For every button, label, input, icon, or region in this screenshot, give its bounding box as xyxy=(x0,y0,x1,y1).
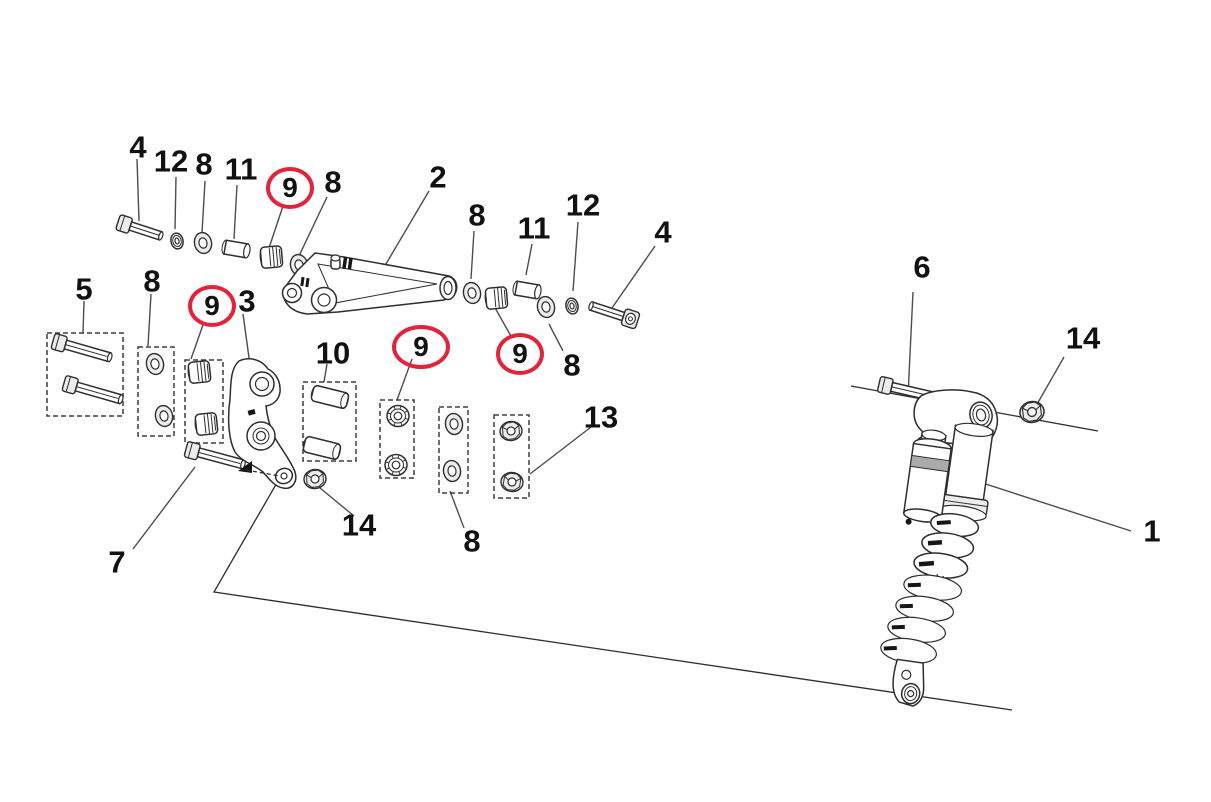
callout-4-right: 4 xyxy=(654,214,672,250)
callout-10-pins: 10 xyxy=(315,335,351,371)
callout-8-middle-box: 8 xyxy=(463,523,481,559)
box-bolts-5 xyxy=(46,332,124,417)
bearing-9-mid-a xyxy=(386,404,410,428)
spacer-11-upper-left xyxy=(220,238,252,260)
bolt-4-right xyxy=(585,296,641,330)
callout-8-right-2: 8 xyxy=(563,347,581,383)
linkage-arm-part-2 xyxy=(281,252,458,315)
hardware-middle xyxy=(301,383,525,494)
spacer-11-right xyxy=(511,279,543,301)
rocker-part-3 xyxy=(227,358,297,490)
callout-12-right: 12 xyxy=(565,187,601,223)
leader-lines xyxy=(82,158,1132,550)
callout-8-right: 8 xyxy=(468,197,486,233)
nut-14-middle xyxy=(302,467,328,491)
callout-2-linkage-arm: 2 xyxy=(429,159,447,195)
callout-11-right: 11 xyxy=(517,210,551,246)
washer-8-mid-a xyxy=(443,411,465,437)
callout-1-shock: 1 xyxy=(1143,513,1161,549)
callout-9-middle-highlighted: 9 xyxy=(392,325,450,369)
box-pins-10 xyxy=(302,381,357,462)
washer-8-right xyxy=(460,280,484,306)
callout-13-nuts: 13 xyxy=(583,399,619,435)
bearing-9-left-b xyxy=(193,411,219,437)
washer-8-left-a xyxy=(143,351,167,377)
callout-14-middle-nut: 14 xyxy=(341,507,377,543)
washer-8-mid-b xyxy=(441,458,463,484)
callout-8-upper-left: 8 xyxy=(195,146,213,182)
pin-10-a xyxy=(309,383,351,410)
callout-8-upper-left-2: 8 xyxy=(324,164,342,200)
callout-4-upper-left: 4 xyxy=(129,129,147,165)
bearing-9-left-a xyxy=(186,359,212,385)
bolt-5-a xyxy=(50,332,115,367)
washer-12-right xyxy=(563,296,581,316)
callout-5-bolts: 5 xyxy=(75,271,93,307)
nut-13-b xyxy=(499,470,525,494)
box-bearings-9-left xyxy=(184,359,224,444)
bearing-9-mid-b xyxy=(384,453,408,477)
bearing-9-right xyxy=(483,285,509,311)
callout-7-bolt: 7 xyxy=(108,544,126,580)
box-washers-8-left xyxy=(137,346,175,437)
washer-12-upper-left xyxy=(168,231,186,251)
pin-10-b xyxy=(301,434,343,461)
callout-11-upper-left: 11 xyxy=(224,151,258,187)
box-washers-8-mid xyxy=(438,406,469,494)
callout-8-left-box: 8 xyxy=(143,263,161,299)
callout-12-upper-left: 12 xyxy=(153,143,189,179)
washer-8-left-b xyxy=(152,403,176,429)
callout-3-rocker: 3 xyxy=(238,283,256,319)
bolt-4-upper-left xyxy=(114,213,166,245)
callout-9-upper-left-highlighted: 9 xyxy=(266,167,314,209)
bolt-5-b xyxy=(61,374,126,409)
shock-absorber-part-1 xyxy=(876,375,1047,707)
nut-13-a xyxy=(498,419,524,443)
grouping-boxes xyxy=(46,332,530,499)
box-nuts-13 xyxy=(493,414,530,499)
box-bearings-9-mid xyxy=(379,399,415,479)
washer-8-upper-left xyxy=(191,230,215,256)
callout-9-left-highlighted: 9 xyxy=(188,285,236,327)
hardware-left-column xyxy=(50,332,248,474)
callout-9-right-highlighted: 9 xyxy=(496,333,544,375)
bearing-9-upper-left xyxy=(258,244,284,270)
callout-14-shock-nut: 14 xyxy=(1065,320,1101,356)
callout-6-shock-bolt: 6 xyxy=(913,249,931,285)
